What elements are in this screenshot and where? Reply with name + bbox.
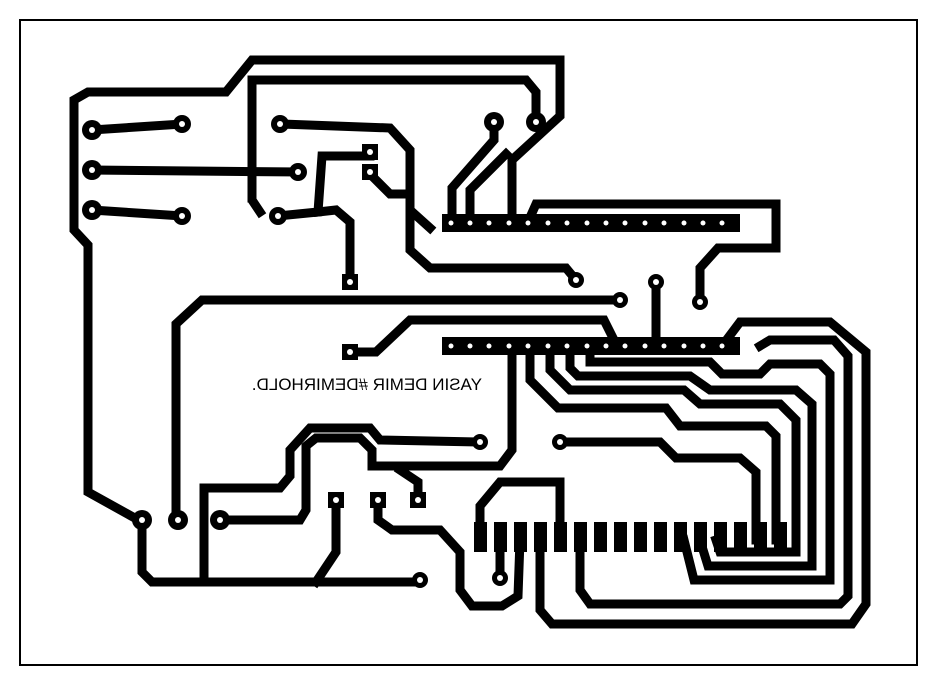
trace-fan-6 (575, 335, 853, 609)
pad (82, 120, 102, 140)
trace-upper-fan-3 (363, 167, 583, 287)
trace-upper-fan-2 (465, 147, 513, 227)
trace-lower-left-4 (309, 495, 341, 589)
trace-fan-1 (525, 341, 781, 545)
pad (648, 274, 664, 290)
trace-outer-left (69, 55, 565, 529)
trace-fan-3 (565, 341, 817, 571)
pad (692, 294, 708, 310)
pad (271, 115, 289, 133)
pad (132, 510, 152, 530)
trace-left-long (171, 295, 625, 527)
pin-header-top (442, 214, 740, 232)
pad (173, 207, 191, 225)
pad (472, 434, 488, 450)
pad (289, 163, 307, 181)
pad (173, 115, 191, 133)
pad (412, 572, 428, 588)
trace-fan-4 (585, 341, 835, 585)
sq-pad (342, 274, 358, 290)
square-pads (328, 144, 426, 508)
sq-pad (410, 492, 426, 508)
pad (82, 200, 102, 220)
pad (82, 160, 102, 180)
pad (612, 292, 628, 308)
trace-lower-center (555, 437, 761, 545)
trace-lower-left-5 (373, 495, 525, 611)
pad (568, 272, 584, 288)
sq-pad (362, 164, 378, 180)
sq-pad (342, 344, 358, 360)
trace-right-bend (277, 119, 437, 235)
pad (269, 207, 287, 225)
silkscreen-label-group: YASIN DEMIR #DEMIRHOLD. (252, 375, 482, 394)
trace-left-bus-3 (87, 205, 187, 221)
pad (526, 112, 546, 132)
trace-top-inner (247, 75, 541, 203)
pad (492, 570, 508, 586)
board-outline (19, 19, 918, 666)
trace-center-left (247, 151, 375, 221)
pad (484, 112, 504, 132)
pad (552, 434, 568, 450)
sq-pad (328, 492, 344, 508)
trace-right-loop (522, 199, 781, 305)
trace-left-bus-1 (87, 119, 187, 135)
trace-x-bus (475, 477, 565, 545)
pad (168, 510, 188, 530)
trace-fan-5 (535, 317, 871, 629)
sq-pad (362, 144, 378, 160)
pad (210, 510, 230, 530)
sq-pad (370, 492, 386, 508)
connector-fingers (474, 522, 787, 552)
trace-to-sq-pad (313, 205, 355, 287)
trace-lower-left-2 (199, 423, 485, 587)
trace-lower-left-1 (137, 517, 423, 587)
round-pads (82, 112, 708, 588)
trace-left-bus-2 (87, 165, 303, 177)
trace-label-link (349, 315, 621, 357)
silkscreen-label: YASIN DEMIR #DEMIRHOLD. (252, 375, 482, 394)
trace-lower-left-3 (215, 341, 517, 525)
pin-header-middle (442, 337, 740, 355)
